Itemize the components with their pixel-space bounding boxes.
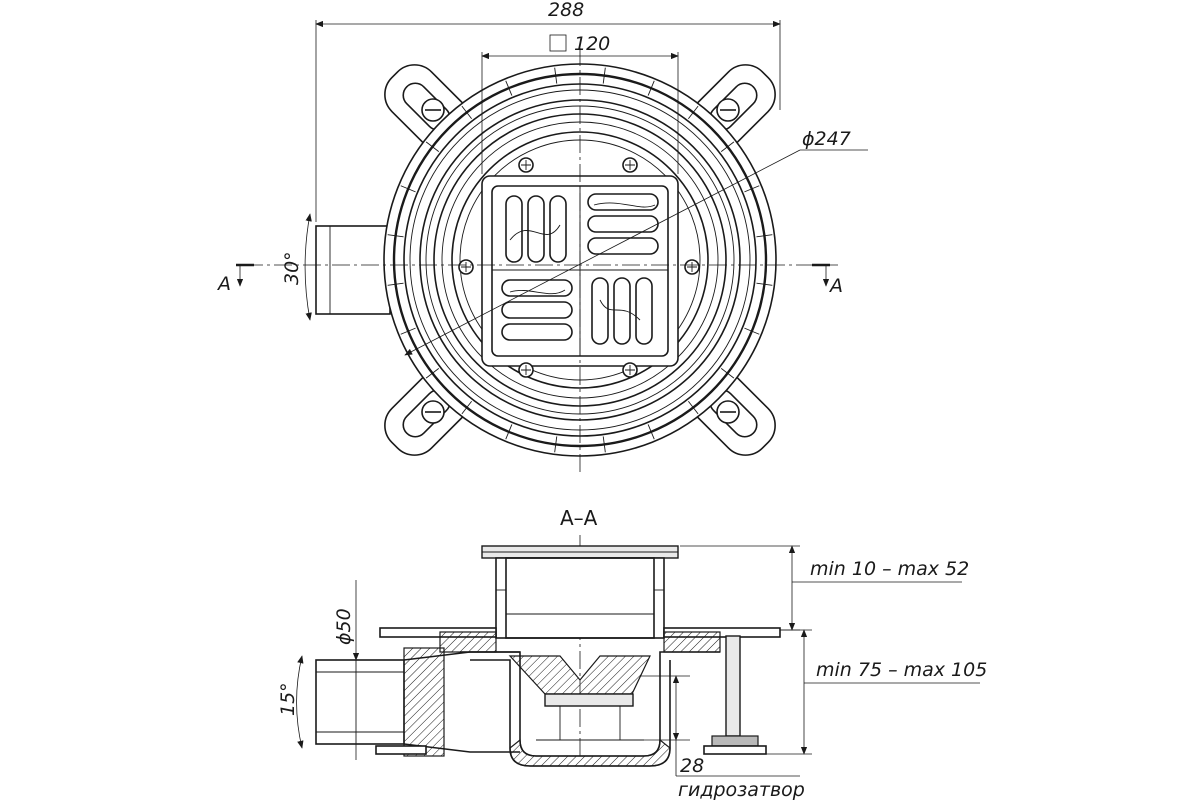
flange-rib — [461, 105, 472, 120]
flange-rib — [756, 282, 773, 286]
section-mark-right: A — [812, 263, 843, 297]
flange-rib — [602, 67, 606, 84]
dim-lower-label: min 75 – max 105 — [816, 659, 987, 681]
flange-rib — [505, 80, 513, 96]
dim-seal: 28 гидрозатвор — [640, 675, 805, 800]
section-outlet-pipe — [315, 647, 520, 757]
flange-rib — [647, 80, 655, 96]
bracket-screws — [421, 98, 740, 424]
flange-ribs — [387, 67, 773, 453]
flange-rib — [720, 141, 735, 152]
dim-angle-top-label: 30° — [281, 251, 303, 285]
section-view: A–A — [277, 506, 987, 800]
grate-screws — [458, 157, 700, 378]
flange-rib — [400, 185, 416, 193]
flange-rib — [461, 400, 472, 415]
dim-upper-label: min 10 – max 52 — [810, 558, 969, 580]
section-body — [460, 651, 720, 767]
flange-rib — [400, 327, 416, 335]
section-title: A–A — [560, 506, 598, 530]
dim-pipe-label: ϕ50 — [333, 608, 355, 645]
square-symbol — [549, 34, 567, 52]
dim-angle-section-label: 15° — [277, 682, 299, 716]
flange-rib — [387, 282, 404, 286]
flange-rib — [720, 368, 735, 379]
grate — [481, 175, 679, 367]
flange-rib — [554, 436, 558, 453]
top-view: 288 120 ϕ247 30° A — [216, 0, 868, 475]
flange-rib — [688, 400, 699, 415]
outlet-pipe — [315, 225, 391, 315]
flange-rib — [505, 424, 513, 440]
section-riser — [495, 557, 665, 639]
flange-rib — [554, 67, 558, 84]
dim-diameter-label: ϕ247 — [802, 128, 851, 150]
section-mark-right-label: A — [828, 275, 843, 297]
flange-rib — [602, 436, 606, 453]
section-mark-left-label: A — [216, 273, 231, 295]
dim-angle-section: 15° — [277, 655, 304, 749]
dim-width-label: 288 — [548, 0, 584, 21]
flange-rib — [425, 368, 440, 379]
dim-seal-label: 28 — [680, 755, 704, 777]
flange-rib — [744, 327, 760, 335]
section-mark-left: A — [216, 263, 254, 295]
dim-lower: min 75 – max 105 — [766, 629, 987, 755]
dim-diameter: ϕ247 — [404, 128, 868, 356]
seal-label: гидрозатвор — [678, 779, 805, 800]
dim-upper: min 10 – max 52 — [680, 545, 969, 631]
dim-square-label: 120 — [574, 33, 610, 55]
section-support-leg — [375, 635, 767, 755]
flange-rib — [688, 105, 699, 120]
dim-angle-top: 30° — [281, 213, 312, 321]
dim-square: 120 — [481, 33, 679, 174]
flange-rib — [647, 424, 655, 440]
dim-pipe: ϕ50 — [333, 580, 360, 760]
dim-width: 288 — [315, 0, 781, 222]
section-flange — [379, 627, 781, 653]
flange-rib — [756, 234, 773, 238]
flange-rib — [744, 185, 760, 193]
flange-rib — [387, 234, 404, 238]
flange-rib — [425, 141, 440, 152]
